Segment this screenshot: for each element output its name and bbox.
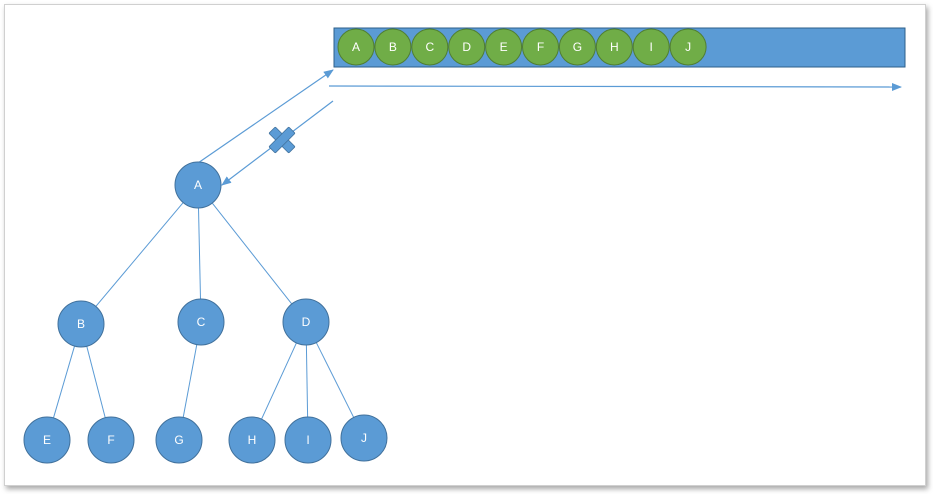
tree-node-label: D [302,315,311,329]
queue-item-circle [448,28,486,66]
queue-item-circle [522,28,559,66]
tree-edge-a-b [95,202,184,307]
queue-item-label: A [352,40,360,54]
tree-node-c: C [177,298,225,346]
queue-item-label: D [462,40,471,54]
queue-item-b: B [374,28,412,66]
queue-item-c: C [411,28,449,66]
queue-item-label: F [537,40,544,54]
tree-node-label: F [107,433,114,447]
queue-items: A B C D E F G H I J [337,28,707,66]
tree-node-label: A [194,178,202,192]
tree-node-h: H [228,416,276,464]
tree-nodes: A B C D E F G H I J [23,161,388,464]
queue-item-label: J [685,40,691,54]
tree-node-circle [228,416,276,464]
queue-item-label: B [389,40,397,54]
tree-node-d: D [282,298,330,346]
tree-node-label: J [361,431,367,445]
queue-item-circle [485,28,523,66]
queue-item-label: I [650,40,653,54]
queue-item-label: C [425,40,434,54]
queue-item-a: A [337,28,375,66]
queue-item-circle [374,28,412,66]
tree-node-circle [23,416,71,464]
queue-item-d: D [448,28,486,66]
traversal-direction-arrow [328,82,902,91]
tree-node-label: C [197,315,206,329]
queue-item-label: H [610,40,619,54]
tree-node-label: B [77,317,85,331]
tree-node-circle [57,300,105,348]
queue-item-circle [595,28,633,66]
tree-edge-a-c [198,207,201,300]
tree-node-g: G [155,416,203,464]
tree-edge-d-h [261,342,297,420]
tree-node-circle [282,298,330,346]
tree-node-label: H [248,433,257,447]
tree-node-j: J [340,414,388,462]
queue-item-label: E [500,40,508,54]
queue-item-circle [411,28,449,66]
tree-node-label: I [306,433,309,447]
tree-edge-c-g [182,344,198,418]
tree-edges [52,202,355,420]
queue-item-circle [558,28,596,66]
queue-item-h: H [595,28,633,66]
queue-item-i: I [632,28,670,66]
tree-node-circle [340,414,388,462]
tree-node-circle [284,416,332,464]
queue-item-circle [337,28,375,66]
tree-edge-b-f [86,346,106,418]
tree-node-circle [155,416,203,464]
queue-item-label: G [573,40,582,54]
tree-node-f: F [87,416,135,464]
tree-node-b: B [57,300,105,348]
diagram-frame [4,4,926,486]
enqueue-arrow [197,69,334,164]
cross-icon [268,126,296,154]
queue-item-circle [632,28,670,66]
tree-node-label: E [43,433,51,447]
tree-edge-d-i [305,344,309,418]
tree-node-i: I [284,416,332,464]
queue-item-circle [669,28,707,66]
queue-item-j: J [669,28,707,66]
tree-node-circle [177,298,225,346]
queue-item-f: F [522,28,559,66]
tree-node-a: A [174,161,222,209]
tree-edge-b-e [52,345,76,419]
tree-edge-a-d [211,202,293,305]
tree-node-circle [87,416,135,464]
queue-item-g: G [558,28,596,66]
queue-item-e: E [485,28,523,66]
tree-edge-d-j [315,342,355,418]
tree-node-label: G [174,433,183,447]
tree-node-circle [174,161,222,209]
tree-node-e: E [23,416,71,464]
